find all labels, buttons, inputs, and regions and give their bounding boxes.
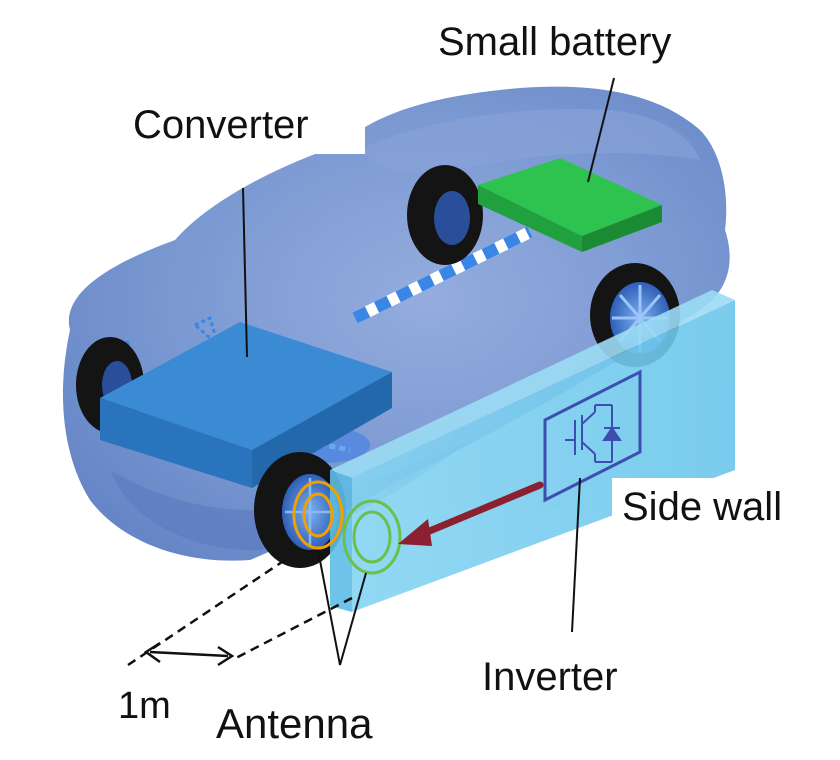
leader-lines — [242, 77, 615, 666]
distance-guides — [127, 558, 353, 667]
battery-leader — [587, 77, 615, 183]
small-battery-label: Small battery — [438, 20, 671, 64]
distance-label: 1m — [118, 685, 171, 727]
inverter-leader — [571, 477, 581, 633]
inverter-box — [543, 369, 642, 503]
distance-arrow — [143, 641, 235, 667]
converter-leader — [242, 187, 248, 358]
small-battery-box — [478, 158, 662, 252]
converter-label: Converter — [133, 103, 309, 147]
wheel-rear-left — [407, 165, 483, 265]
antenna-leader-wall — [339, 572, 367, 666]
antenna-label: Antenna — [216, 700, 373, 747]
wall-antenna — [342, 499, 402, 575]
car-antenna — [292, 480, 344, 550]
side-wall-label: Side wall — [622, 485, 782, 529]
power-arrow — [398, 481, 544, 546]
inverter-label: Inverter — [482, 655, 618, 699]
antenna-leader-car — [317, 549, 341, 666]
